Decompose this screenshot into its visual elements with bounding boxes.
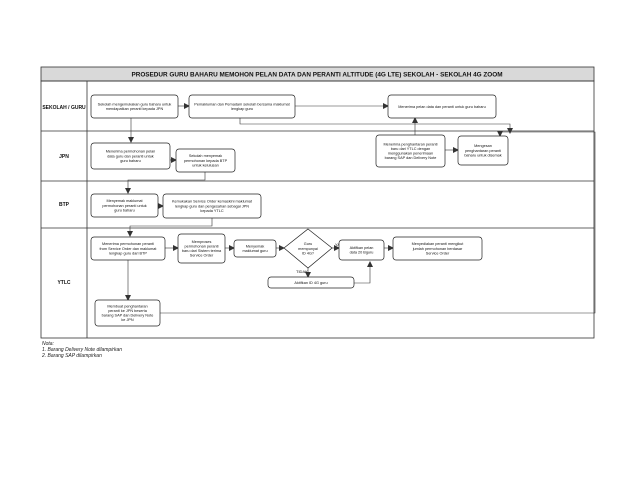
arrow-s2-j4-a: [239, 118, 511, 128]
box-j3-line: Menerima penghantaran peranti: [383, 142, 437, 146]
box-b2-line: Kemukakan Service Order kemaskini maklum…: [172, 200, 253, 204]
box-y2-line: permohonan peranti: [185, 245, 219, 249]
box-s2-line: Pemakluman dan Pemadam sekolah bersama m…: [194, 103, 290, 107]
decision-yes-label: YA: [335, 242, 340, 247]
box-y7-line: barang SAP dan Delivery Note: [102, 314, 154, 318]
box-s2-text: Pemakluman dan Pemadam sekolah bersama m…: [194, 103, 290, 112]
box-y2-line: baru dari Sistem terima: [182, 249, 222, 253]
lane-label-jpn: JPN: [59, 154, 69, 160]
box-y1-line: Menerima permohonan peranti: [102, 242, 154, 246]
process-box-sekolah-notify: Pemakluman dan Pemadam sekolah bersama m…: [188, 94, 296, 119]
process-box-btp-service-order: Kemukakan Service Order kemaskini maklum…: [162, 193, 262, 219]
note-item-2: 2. Barang SAP dilampirkan: [42, 353, 102, 359]
box-b1-line: Menyemak maklumat: [106, 199, 143, 203]
decision-line: Guru: [304, 242, 312, 246]
box-b2-line: kepada YTLC: [200, 209, 223, 213]
box-b2-line: lengkap guru dan pengesahan sebagai JPN: [175, 204, 249, 208]
box-y7-line: ke JPN: [121, 318, 133, 322]
arrow-y7-j3: [160, 131, 596, 314]
decision-line: mempunyai: [298, 247, 318, 251]
lane-label-btp: BTP: [59, 202, 70, 208]
box-b1-line: permohonan peranti untuk: [102, 204, 146, 208]
box-y5-line: Menyediakan peranti mengikut: [412, 242, 465, 246]
box-y2-line: Memproses: [192, 240, 212, 244]
process-box-ytlc-activate-id: Aktifkan ID 4G guru: [267, 276, 355, 289]
box-y7-line: Membuat penghantaran: [107, 304, 147, 308]
diagram-title: PROSEDUR GURU BAHARU MEMOHON PELAN DATA …: [131, 72, 502, 79]
decision-no-label: TIDAK: [296, 269, 308, 274]
box-j1-line: Menerima permohonan pelan: [106, 150, 156, 154]
box-y6-line: Aktifkan ID 4G guru: [294, 281, 327, 285]
box-s3-text: Menerima pelan data dan peranti untuk gu…: [398, 105, 486, 109]
box-y3-line: Menyemak: [246, 245, 265, 249]
arrow-j2-b1: [125, 172, 206, 194]
arrow-b2-y1: [127, 218, 213, 237]
box-j4-line: baharu untuk disemak: [464, 153, 501, 157]
swimlane-frame: [40, 80, 595, 339]
connectors: [125, 103, 596, 314]
box-j3-line: menggunakan penerimaan: [388, 152, 433, 156]
box-s1-line: mendapatkan peranti kepada JPN: [106, 107, 164, 111]
box-s3-line: Menerima pelan data dan peranti untuk gu…: [398, 105, 486, 109]
lane-label-ytlc: YTLC: [57, 280, 70, 286]
box-b1-line: guru baharu: [114, 208, 134, 212]
box-y1-line: from Service Order dan maklumat: [100, 247, 158, 251]
box-j3-line: barang SAP dan Delivery Note: [385, 156, 437, 160]
box-y6-text: Aktifkan ID 4G guru: [294, 281, 327, 285]
box-j2-line: permohonan kepada BTP: [184, 159, 228, 163]
box-j1-line: guru baharu: [120, 159, 140, 163]
notes-heading: Nota:: [42, 341, 54, 347]
box-y2-line: Service Order: [190, 254, 214, 258]
box-y4-line: Aktifkan pelan: [350, 246, 374, 250]
box-j4-line: penghantaran peranti: [465, 149, 501, 153]
box-y1-line: lengkap guru dari BTP: [109, 251, 147, 255]
arrow-y6-y4: [354, 261, 373, 284]
box-j3-line: baru dari YTLC dengan: [391, 147, 430, 151]
box-y7-line: peranti ke JPN beserta: [108, 309, 148, 313]
box-y4-line: data 20 Bguru: [350, 251, 374, 255]
box-j2-line: Sekolah menyemak: [189, 154, 222, 158]
box-j2-line: untuk kelulusan: [192, 163, 218, 167]
lane-label-sekolah: SEKOLAH / GURU: [42, 105, 86, 111]
box-b2-text: Kemukakan Service Order kemaskini maklum…: [172, 200, 253, 213]
decision-line: ID 4G?: [302, 251, 314, 255]
box-y5-line: Service Order: [426, 251, 450, 255]
box-y5-line: jumlah permohonan berdasar: [412, 247, 463, 251]
box-y3-line: maklumat guru: [242, 249, 267, 253]
box-j1-line: data guru dan peranti untuk: [107, 154, 154, 158]
box-s2-line: lengkap guru: [231, 107, 253, 111]
box-j4-line: Mengesan: [474, 144, 492, 148]
process-box-sekolah-receive: Menerima pelan data dan peranti untuk gu…: [387, 94, 497, 119]
note-item-1: 1. Barang Delivery Note dilampirkan: [42, 347, 123, 353]
box-s1-line: Sekolah mengemukakan guru baharu untuk: [98, 103, 172, 107]
